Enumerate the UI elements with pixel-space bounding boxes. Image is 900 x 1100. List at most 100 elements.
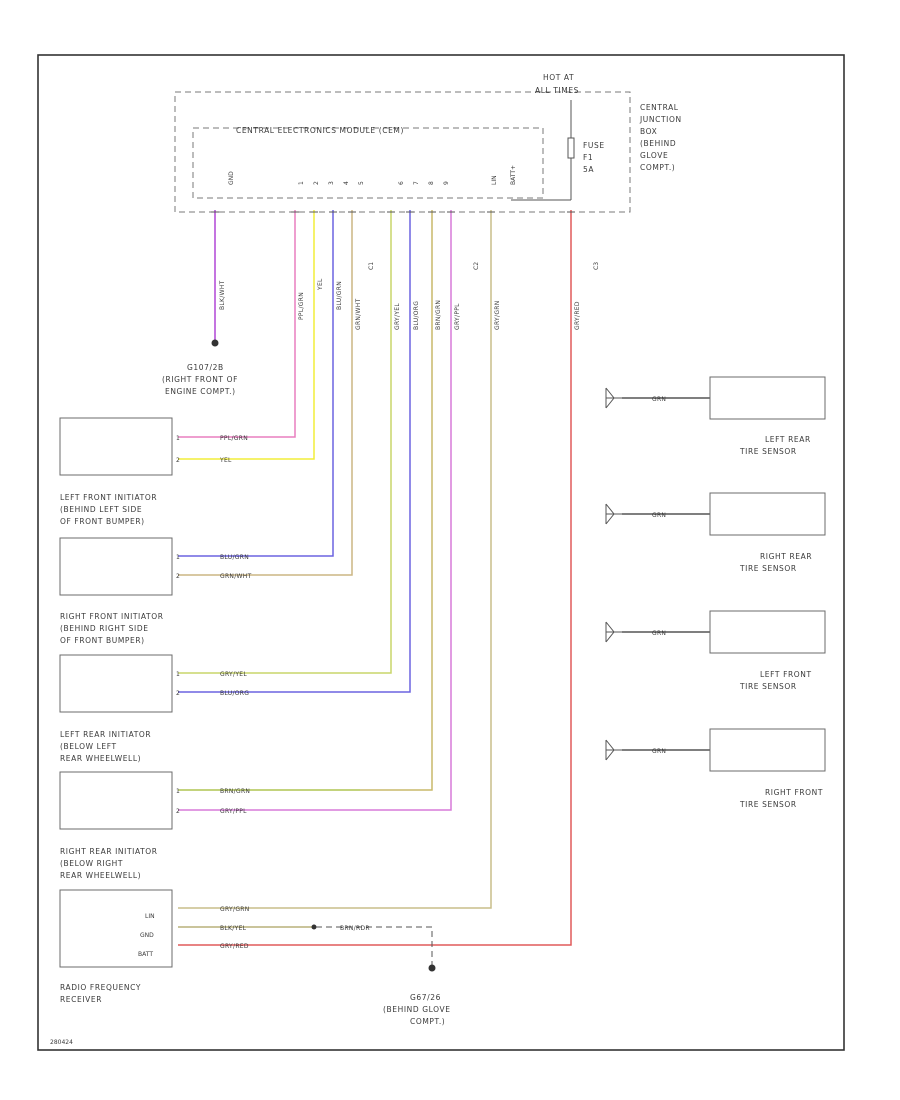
- wire-label-w4-h: BLU/GRN: [220, 554, 249, 561]
- wire-yellow-lf2: [178, 210, 315, 460]
- fuse-label-1: FUSE: [583, 141, 605, 150]
- diagram-code: 280424: [50, 1039, 73, 1046]
- left-front-tire-sensor: GRN: [605, 610, 826, 654]
- left-front-sensor-box: [709, 610, 826, 654]
- ground-g107-label-1: G107/2B: [187, 363, 224, 372]
- lr-pin-2: 2: [176, 690, 180, 697]
- rr-initiator-label-1: RIGHT REAR INITIATOR: [60, 847, 158, 856]
- wire-olive-rr1: [178, 210, 433, 791]
- connector-c3: C3: [593, 262, 600, 270]
- wire-tan-rf2: [178, 210, 353, 576]
- cem-pin-gnd: GND: [228, 171, 235, 185]
- cjb-label-3: BOX: [640, 127, 657, 136]
- cem-pin-5: 5: [358, 181, 365, 185]
- rr-pin-1: 1: [176, 788, 180, 795]
- hot-at-label: HOT AT: [543, 73, 574, 82]
- wire-label-w11-v: GRY/RED: [574, 301, 581, 330]
- left-rear-initiator-box: [59, 654, 173, 713]
- cjb-label-2: JUNCTION: [639, 115, 682, 124]
- wire-label-w6-v: GRY/YEL: [394, 303, 401, 330]
- ground-g67-label-3: COMPT.): [410, 1017, 445, 1026]
- ground-g107-label-2: (RIGHT FRONT OF: [162, 375, 238, 384]
- rf-sensor-label-2: TIRE SENSOR: [739, 800, 797, 809]
- lf-initiator-label-1: LEFT FRONT INITIATOR: [60, 493, 157, 502]
- wire-label-w4-v: BLU/GRN: [336, 281, 343, 310]
- rf-pin-1: 1: [176, 554, 180, 561]
- cem-pin-lin: LIN: [491, 175, 498, 185]
- sensor-lr-wire-label: GRN: [652, 396, 666, 403]
- lf-initiator-label-2: (BEHIND LEFT SIDE: [60, 505, 142, 514]
- hot-at-label-2: ALL TIMES: [535, 86, 579, 95]
- wire-label-w8-h: BRN/GRN: [220, 788, 250, 795]
- lr-initiator-label-1: LEFT REAR INITIATOR: [60, 730, 151, 739]
- cjb-label-6: COMPT.): [640, 163, 675, 172]
- rf-initiator-label-3: OF FRONT BUMPER): [60, 636, 145, 645]
- cem-pin-8: 8: [428, 181, 435, 185]
- rr-sensor-label-2: TIRE SENSOR: [739, 564, 797, 573]
- cem-pin-batt: BATT+: [510, 165, 517, 185]
- central-junction-box-outline: [174, 91, 631, 213]
- receiver-pin-batt: BATT: [138, 951, 153, 958]
- rf-pin-2: 2: [176, 573, 180, 580]
- fuse-label-2: F1: [583, 153, 593, 162]
- radio-frequency-receiver-box: [59, 889, 173, 968]
- wire-label-w3-v: YEL: [317, 278, 324, 291]
- wire-label-w5-h: GRN/WHT: [220, 573, 252, 580]
- cem-pin-7: 7: [413, 181, 420, 185]
- lr-initiator-label-3: REAR WHEELWELL): [60, 754, 141, 763]
- cem-module-outline: [192, 127, 544, 199]
- wire-label-w6-h: GRY/YEL: [220, 671, 247, 678]
- lr-initiator-label-2: (BELOW LEFT: [60, 742, 117, 751]
- ground-g107-label-3: ENGINE COMPT.): [165, 387, 236, 396]
- cjb-label-1: CENTRAL: [640, 103, 679, 112]
- rr-initiator-label-2: (BELOW RIGHT: [60, 859, 123, 868]
- lf-pin-1: 1: [176, 435, 180, 442]
- left-rear-tire-sensor: GRN: [605, 376, 826, 420]
- cem-pin-3: 3: [328, 181, 335, 185]
- left-rear-sensor-box: [709, 376, 826, 420]
- splice-point: [311, 924, 317, 930]
- cem-pin-4: 4: [343, 181, 350, 185]
- wire-label-w7-h: BLU/ORG: [220, 690, 249, 697]
- receiver-pin-lin: LIN: [145, 913, 155, 920]
- cem-pin-labels: GND 1 2 3 4 5 6 7 8 9 LIN BATT+: [228, 165, 517, 185]
- wire-label-w9-v: GRY/PPL: [454, 303, 461, 330]
- rr-pin-2: 2: [176, 808, 180, 815]
- cem-pin-2: 2: [313, 181, 320, 185]
- right-rear-sensor-box: [709, 492, 826, 536]
- sensor-rr-wire-label: GRN: [652, 512, 666, 519]
- wire-label-w2-h: PPL/GRN: [220, 435, 248, 442]
- wire-gnd-dashed: [316, 926, 433, 965]
- right-rear-tire-sensor: GRN: [605, 492, 826, 536]
- wire-label-w7-v: BLU/ORG: [413, 301, 420, 330]
- wire-label-w1: BLK/WHT: [219, 280, 226, 310]
- wire-label-w3-h: YEL: [219, 457, 232, 464]
- ground-g67-label-1: G67/26: [410, 993, 441, 1002]
- fuse-label-3: 5A: [583, 165, 594, 174]
- left-front-initiator-box: [59, 417, 173, 476]
- cjb-label-4: (BEHIND: [640, 139, 676, 148]
- lf-sensor-label-2: TIRE SENSOR: [739, 682, 797, 691]
- wire-label-w13: BRN/RDR: [340, 925, 370, 932]
- lf-sensor-label-1: LEFT FRONT: [760, 670, 812, 679]
- lr-sensor-label-1: LEFT REAR: [765, 435, 811, 444]
- ground-point-g107: [211, 339, 219, 347]
- rr-initiator-label-3: REAR WHEELWELL): [60, 871, 141, 880]
- wire-blue-lr2: [178, 210, 411, 693]
- lr-sensor-label-2: TIRE SENSOR: [739, 447, 797, 456]
- cjb-label-5: GLOVE: [640, 151, 668, 160]
- wire-violet-rr2: [178, 210, 452, 811]
- rf-initiator-label-2: (BEHIND RIGHT SIDE: [60, 624, 149, 633]
- right-rear-initiator-box: [59, 771, 173, 830]
- ground-point-g67: [428, 964, 436, 972]
- connector-c2: C2: [473, 262, 480, 270]
- wire-label-w10-h: GRY/GRN: [220, 906, 250, 913]
- receiver-label-1: RADIO FREQUENCY: [60, 983, 141, 992]
- cem-pin-6: 6: [398, 181, 405, 185]
- rf-sensor-label-1: RIGHT FRONT: [765, 788, 823, 797]
- right-front-sensor-box: [709, 728, 826, 772]
- rf-initiator-label-1: RIGHT FRONT INITIATOR: [60, 612, 164, 621]
- cem-title: CENTRAL ELECTRONICS MODULE (CEM): [236, 126, 404, 135]
- wire-pink-lf1: [178, 210, 296, 438]
